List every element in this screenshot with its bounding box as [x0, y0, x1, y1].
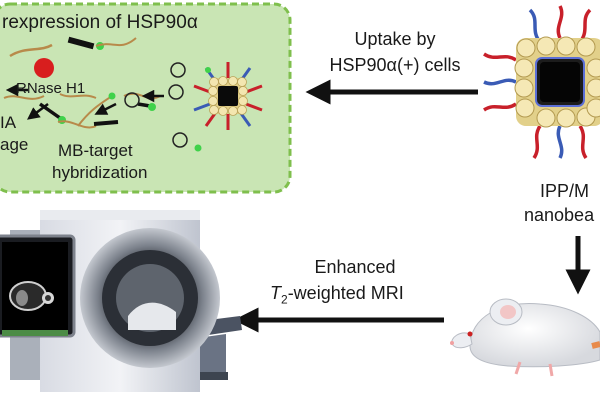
mri-label-rest: -weighted MRI — [287, 283, 404, 303]
t2-subscript: 2 — [281, 292, 288, 307]
nanobead-small — [193, 62, 263, 130]
nanobead-large — [483, 5, 600, 159]
mri-label-2: T2-weighted MRI — [270, 282, 404, 311]
cleavage-label-1: IA — [0, 113, 17, 132]
arrow-cleavage — [27, 103, 49, 120]
cleaved-strand-1 — [9, 36, 137, 78]
uptake-label-1: Uptake by — [354, 29, 436, 49]
t2-symbol: T — [270, 283, 281, 303]
hybridization-label-2: hybridization — [52, 163, 148, 182]
enzyme-label: RNase H1 — [16, 80, 86, 97]
uptake-label-2: HSP90α(+) cells — [329, 55, 461, 75]
mouse-icon — [450, 298, 600, 377]
molecular-beacon-2 — [124, 62, 202, 152]
nanobead-label-2: nanobea — [524, 205, 595, 225]
hybridization-label-1: MB-target — [58, 141, 133, 160]
panel-title: rexpression of HSP90α — [2, 12, 198, 33]
nanobead-label-1: IPP/M — [540, 181, 590, 201]
rnase-h1-icon — [34, 58, 54, 78]
cleavage-label-2: age — [0, 135, 29, 154]
arrow-to-rnase — [94, 102, 117, 115]
mri-scanner-icon — [0, 210, 242, 392]
mri-label-1: Enhanced — [314, 257, 396, 277]
